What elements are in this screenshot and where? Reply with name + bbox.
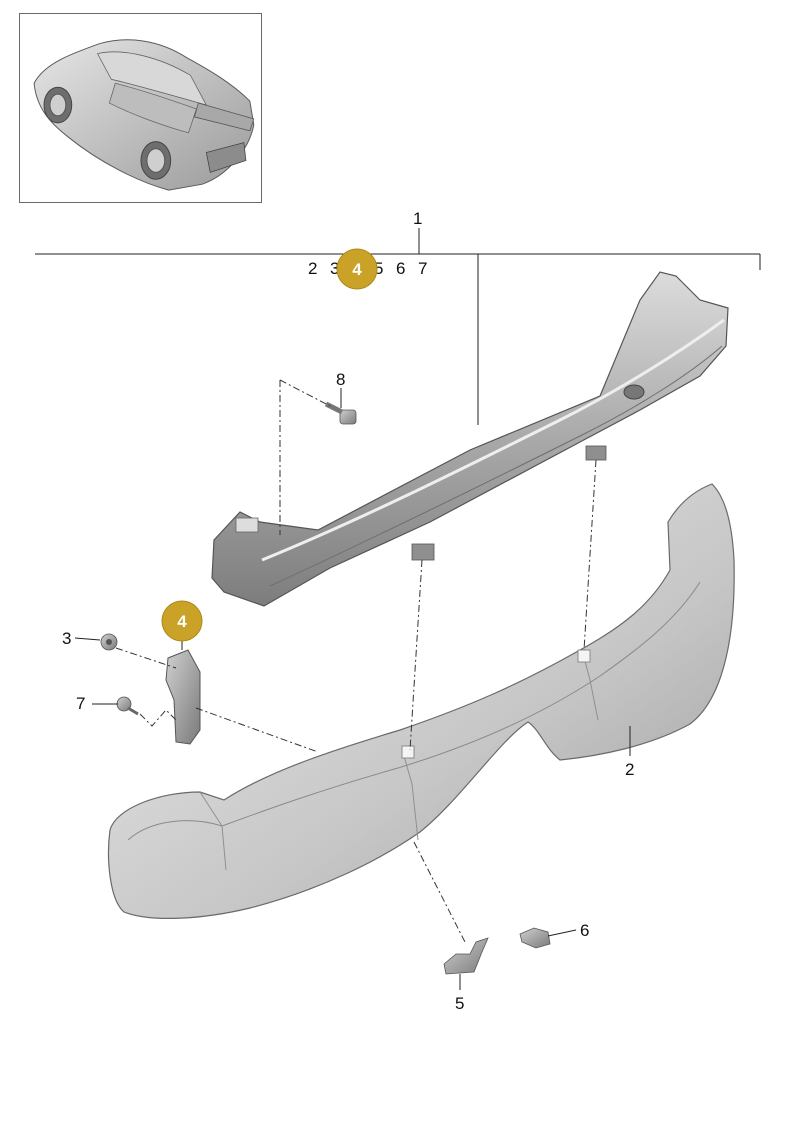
- side-badge-label: 4: [177, 612, 187, 631]
- callout-group-item-6: 6: [396, 259, 405, 278]
- vehicle-thumbnail: [19, 13, 262, 203]
- header-badge: 4: [336, 248, 378, 290]
- callout-group-item-2: 2: [308, 259, 317, 278]
- callout-clip: 6: [580, 921, 589, 940]
- bumper-absorber: [107, 483, 735, 919]
- callout-group-item-5: 5: [374, 259, 383, 278]
- callout-group-number: 1: [413, 209, 422, 228]
- clip: [519, 927, 551, 949]
- callout-bolt: 8: [336, 370, 345, 389]
- callout-nut: 3: [62, 629, 71, 648]
- car-illustration: [33, 39, 255, 191]
- assembly-lines: [115, 379, 597, 945]
- group-bracket: [35, 228, 761, 425]
- bolt: [324, 401, 357, 425]
- nut: [100, 633, 118, 651]
- leader-lines: [74, 388, 631, 990]
- callout-screw: 7: [76, 694, 85, 713]
- callout-group-item-7: 7: [418, 259, 427, 278]
- screw: [116, 696, 139, 716]
- callout-group-item-3: 3: [330, 259, 339, 278]
- mounting-bracket: [443, 937, 489, 975]
- header-badge-label: 4: [352, 260, 362, 279]
- bumper-crossbeam: [211, 271, 729, 607]
- side-bracket: [165, 649, 201, 745]
- side-badge: 4: [161, 600, 203, 642]
- callout-bracket: 5: [455, 994, 464, 1013]
- callout-absorber: 2: [625, 760, 634, 779]
